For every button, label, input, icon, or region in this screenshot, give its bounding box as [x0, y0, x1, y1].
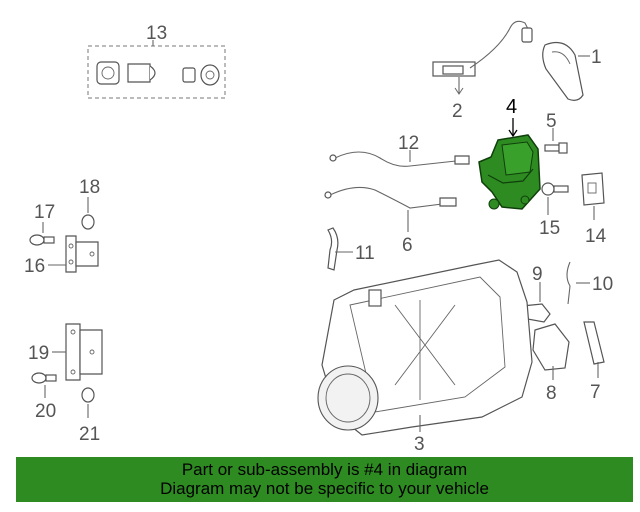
- part-17-bolt[interactable]: [29, 222, 55, 246]
- part-3-window-regulator-panel[interactable]: [317, 259, 533, 436]
- callout-8: 8: [546, 383, 557, 404]
- callout-6: 6: [402, 235, 413, 256]
- banner-line-2: Diagram may not be specific to your vehi…: [160, 479, 489, 498]
- notice-banner: Part or sub-assembly is #4 in diagram Di…: [16, 457, 633, 502]
- part-12-control-rod[interactable]: [329, 150, 470, 167]
- part-5-screw[interactable]: [544, 128, 568, 154]
- callout-7: 7: [590, 382, 601, 403]
- callout-5: 5: [546, 111, 557, 132]
- part-15-screw[interactable]: [541, 182, 569, 215]
- callout-10: 10: [592, 274, 613, 295]
- callout-12: 12: [398, 133, 419, 154]
- parts-diagram: 13 1 2 4 5 12: [24, 20, 613, 455]
- part-10-rod[interactable]: [566, 261, 590, 305]
- part-20-bolt[interactable]: [31, 372, 57, 398]
- callout-19: 19: [28, 343, 49, 364]
- part-6-control-rod[interactable]: [324, 186, 457, 232]
- part-11-clip[interactable]: [327, 227, 353, 271]
- part-21-nut[interactable]: [81, 387, 95, 418]
- part-19-lower-hinge[interactable]: [52, 323, 103, 381]
- callout-15: 15: [539, 218, 560, 239]
- callout-14: 14: [585, 226, 607, 247]
- callout-20: 20: [35, 401, 56, 422]
- part-4-door-latch-highlighted[interactable]: [478, 118, 541, 210]
- callout-1: 1: [591, 47, 602, 68]
- part-2-handle-bracket[interactable]: [432, 20, 533, 95]
- part-8-bracket[interactable]: [532, 323, 570, 380]
- banner-line-1: Part or sub-assembly is #4 in diagram: [181, 460, 468, 479]
- callout-9: 9: [532, 264, 543, 285]
- callout-3: 3: [414, 434, 425, 455]
- part-13-lock-cylinder-set[interactable]: [87, 40, 226, 99]
- part-14-striker[interactable]: [581, 172, 605, 220]
- callout-17: 17: [34, 202, 55, 223]
- callout-4: 4: [506, 96, 517, 118]
- callout-2: 2: [452, 101, 463, 122]
- callout-13: 13: [146, 23, 167, 44]
- callout-21: 21: [79, 424, 100, 445]
- callout-18: 18: [79, 177, 100, 198]
- part-18-nut[interactable]: [81, 197, 95, 230]
- callout-16: 16: [24, 256, 45, 277]
- part-7-guide[interactable]: [583, 321, 605, 378]
- part-16-upper-hinge[interactable]: [48, 235, 99, 273]
- callout-11: 11: [355, 243, 375, 264]
- part-1-outside-handle[interactable]: [542, 42, 590, 101]
